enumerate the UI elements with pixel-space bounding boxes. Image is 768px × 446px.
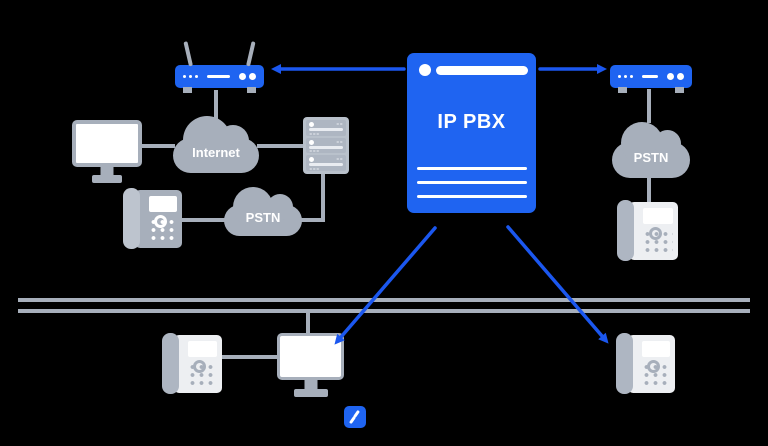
router-led <box>667 73 674 80</box>
pbx-line <box>417 181 527 184</box>
phone-nav-ring <box>646 360 660 373</box>
phone-screen <box>149 196 177 212</box>
connector-internet-server <box>257 144 304 148</box>
pbx-indicator-dot <box>419 64 431 76</box>
phone-screen <box>643 208 673 224</box>
internet-cloud-label: Internet <box>192 145 240 160</box>
server-dots <box>336 140 343 143</box>
phone-nav-ring <box>648 227 662 240</box>
phone-screen <box>642 341 670 357</box>
ip-phone-icon <box>162 333 222 394</box>
router-dot <box>618 75 621 78</box>
ip-pbx-box: IP PBX <box>407 53 536 213</box>
server-light <box>309 122 314 127</box>
router-led <box>239 73 246 80</box>
server-dots <box>336 158 343 161</box>
router-icon <box>610 65 692 93</box>
wifi-router-icon <box>175 41 264 93</box>
router-foot <box>618 87 627 93</box>
phone-nav-ring <box>153 215 167 228</box>
ip-phone-icon <box>616 333 675 394</box>
monitor-base <box>293 389 328 397</box>
arrow-pbx-to-desktop <box>334 226 437 345</box>
phone-handset <box>616 333 633 394</box>
brand-logo-icon <box>344 406 366 428</box>
connector-router-internet <box>214 90 218 120</box>
logo-slash <box>348 415 357 425</box>
phone-handset <box>162 333 179 394</box>
pstn-cloud-icon: PSTN <box>224 187 302 236</box>
connector-pstn-phone-right <box>647 175 651 205</box>
server-light <box>309 139 314 145</box>
connector-phone-monitor-bottom <box>221 355 278 359</box>
server-dots <box>336 123 343 125</box>
phone-handset <box>123 188 140 249</box>
server-dots <box>309 132 319 135</box>
monitor-stand <box>100 163 114 176</box>
router-bar <box>642 75 658 78</box>
phone-handset <box>617 200 634 261</box>
connector-monitor-internet <box>140 144 175 148</box>
server-unit <box>306 155 346 172</box>
pstn-cloud-label: PSTN <box>245 210 281 225</box>
router-bar <box>207 75 230 78</box>
router-dot <box>183 75 186 78</box>
desktop-monitor-icon <box>72 120 142 183</box>
server-slot <box>309 163 343 167</box>
monitor-base <box>92 175 122 183</box>
server-dots <box>309 168 319 171</box>
antenna-icon <box>183 41 193 67</box>
pbx-line <box>417 167 527 170</box>
server-unit <box>306 120 346 136</box>
connector-server-elbow-vertical <box>321 172 325 222</box>
trunk-line-bottom <box>18 309 750 313</box>
monitor-stand <box>304 377 317 390</box>
server-slot <box>309 145 343 149</box>
connector-server-pstn <box>299 218 323 222</box>
desktop-monitor-icon <box>277 333 344 397</box>
connector-phone-pstn <box>181 218 225 222</box>
pbx-label: IP PBX <box>437 111 506 133</box>
phone-nav-ring <box>193 360 207 373</box>
router-dot <box>624 75 627 78</box>
server-stack-icon <box>303 117 349 174</box>
router-dot <box>195 75 198 78</box>
antenna-icon <box>246 41 256 67</box>
router-led <box>677 73 684 80</box>
connector-trunk-monitor <box>306 312 310 335</box>
server-unit <box>306 137 346 154</box>
connector-router-pstn-right <box>647 89 651 123</box>
arrow-pbx-to-phone <box>506 225 609 344</box>
server-dots <box>309 150 319 153</box>
router-dot <box>630 75 633 78</box>
internet-cloud-icon: Internet <box>173 116 259 173</box>
router-foot <box>247 87 256 93</box>
pbx-header-bar <box>436 66 528 75</box>
ip-phone-icon <box>123 188 182 249</box>
phone-screen <box>188 341 217 357</box>
pstn-cloud-label: PSTN <box>633 149 669 165</box>
server-light <box>309 157 314 163</box>
ip-phone-icon <box>617 200 678 261</box>
pstn-cloud-icon: PSTN <box>612 122 690 178</box>
router-foot <box>183 87 192 93</box>
router-foot <box>675 87 684 93</box>
router-led <box>249 73 256 80</box>
router-dot <box>189 75 192 78</box>
server-slot <box>309 128 343 131</box>
pbx-line <box>417 195 527 198</box>
trunk-line-top <box>18 298 750 302</box>
